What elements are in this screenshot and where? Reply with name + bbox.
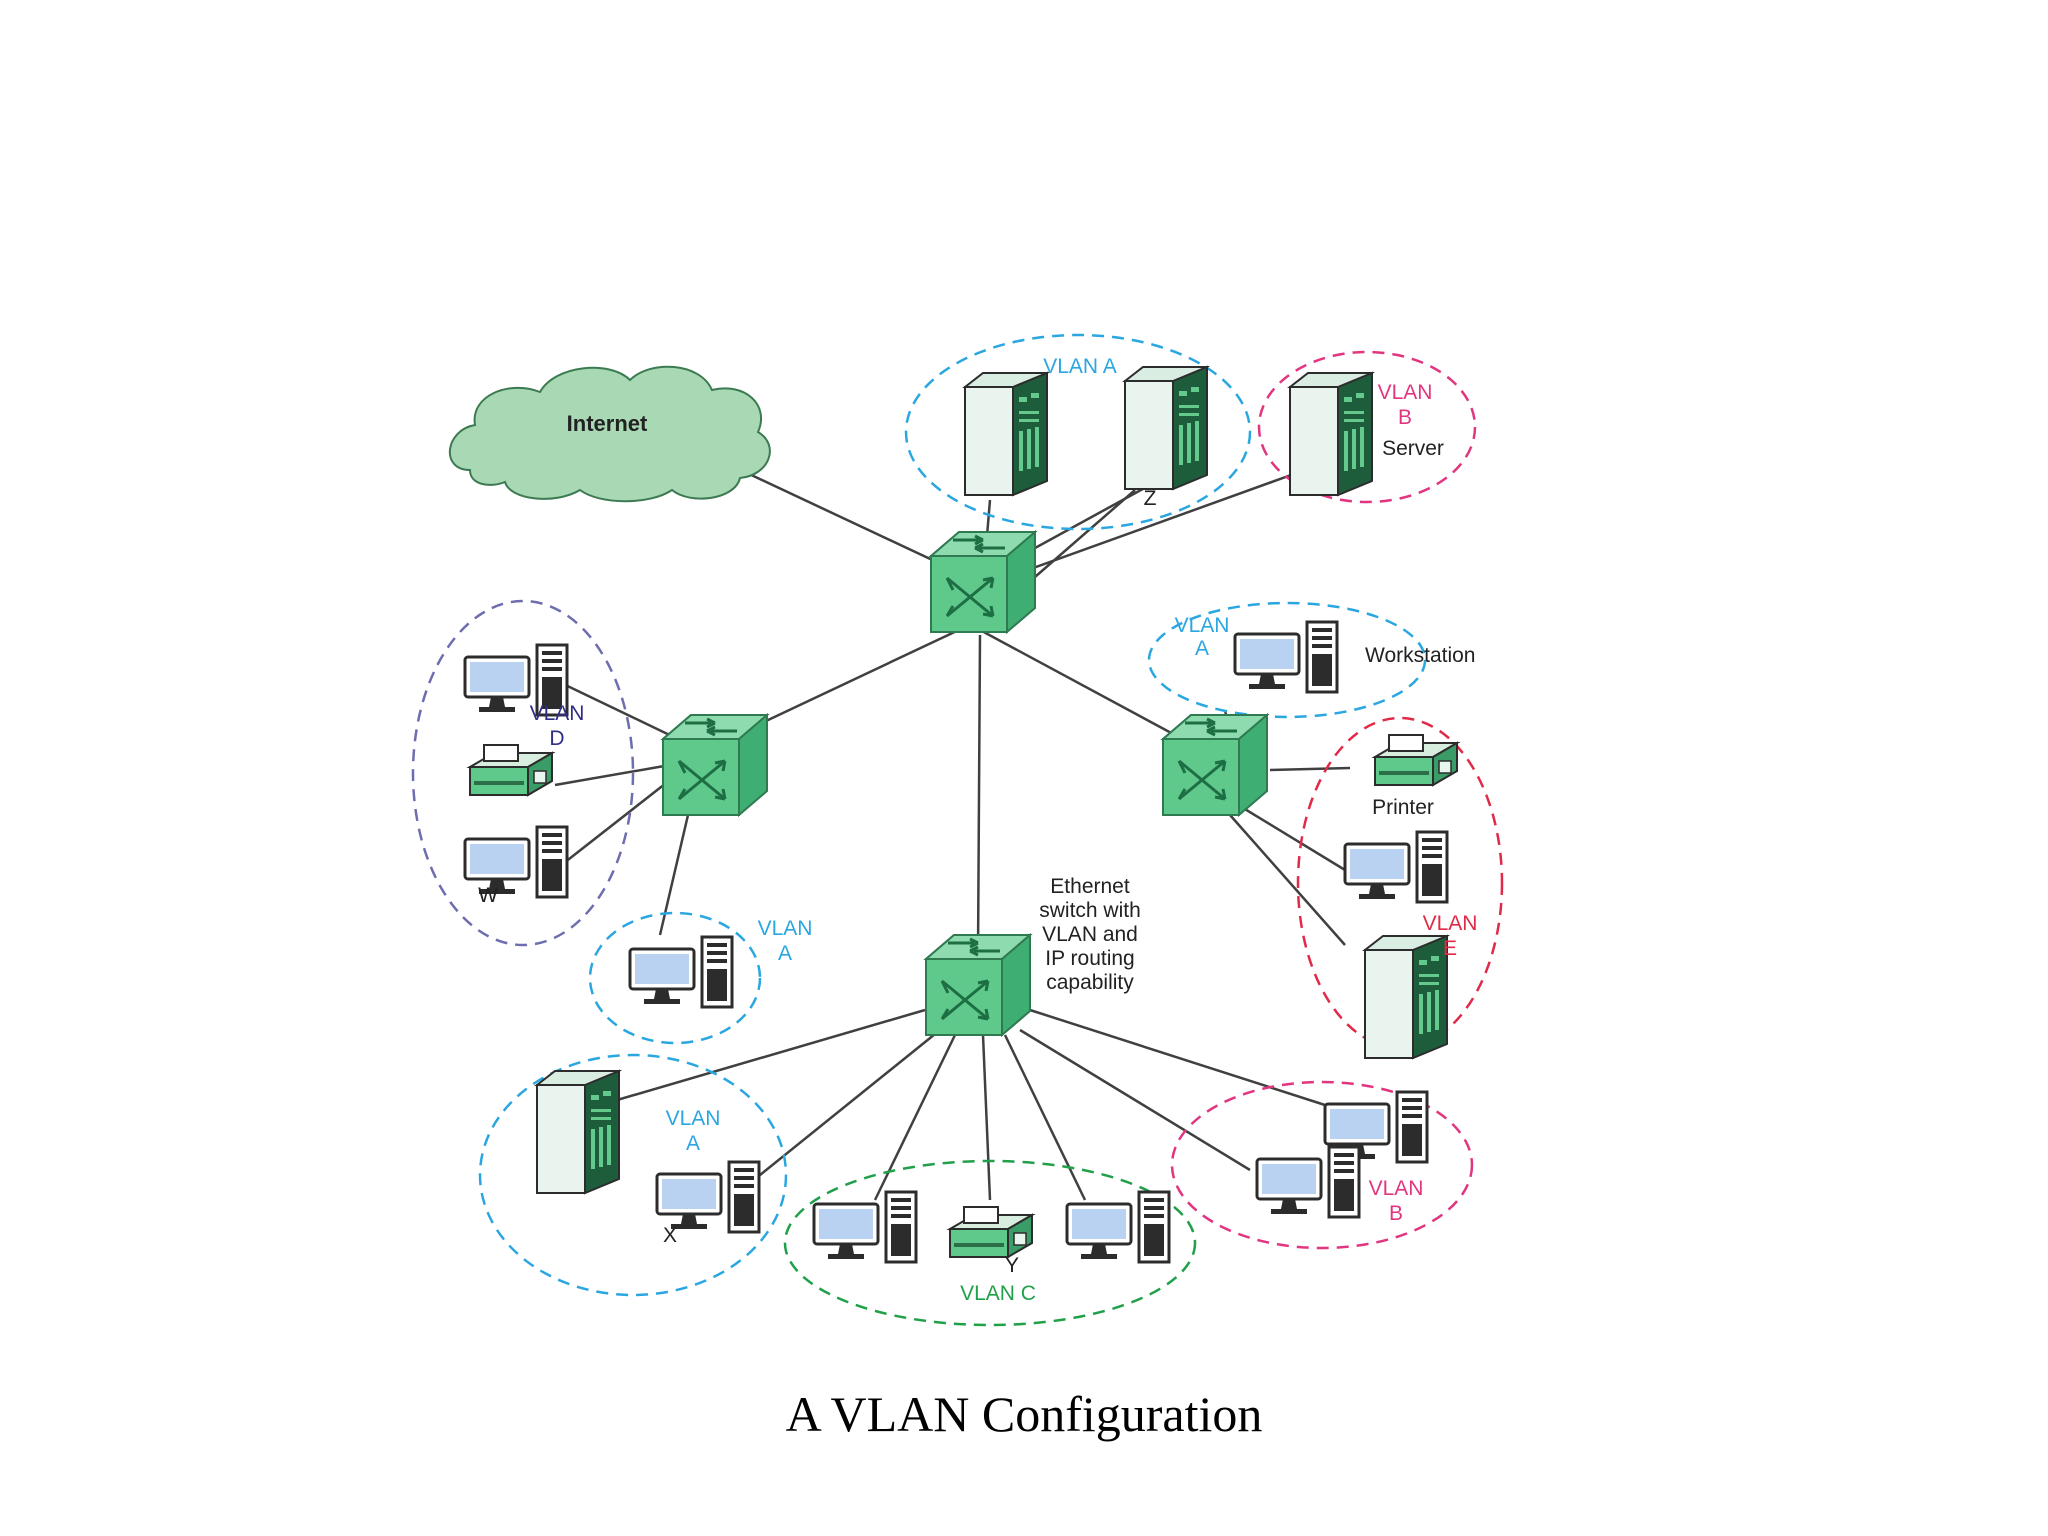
vlan-a-bottom-boundary <box>478 1053 788 1297</box>
cloud-icon <box>448 365 771 503</box>
vlan-a-top-label: VLAN A <box>1043 355 1117 378</box>
y-label: Y <box>1005 1254 1019 1277</box>
internet-label: Internet <box>567 411 648 436</box>
workstation-label: Workstation <box>1365 644 1476 667</box>
w-label: W <box>478 884 498 907</box>
vlan-d-label: VLAN <box>530 702 585 725</box>
vlan-b-top-boundary <box>1257 350 1477 504</box>
vlan-a-bottom-label: VLAN <box>666 1107 721 1130</box>
computer-icon <box>812 1190 918 1264</box>
vlan-b-top-label: B <box>1398 406 1412 429</box>
computer-icon <box>1065 1190 1171 1264</box>
vlan-a-left-boundary <box>588 911 762 1045</box>
vlan-a-top-boundary <box>904 333 1252 531</box>
switch-note-label: switch with <box>1039 899 1141 922</box>
server-icon <box>536 1070 620 1194</box>
vlan-e-label: VLAN <box>1423 912 1478 935</box>
vlan-e-label: E <box>1443 937 1457 960</box>
vlan-b-bottom-label: VLAN <box>1369 1177 1424 1200</box>
vlan-d-label: D <box>549 727 564 750</box>
vlan-d-boundary <box>411 599 635 947</box>
server-icon <box>1364 935 1448 1059</box>
server-label: Server <box>1382 437 1444 460</box>
printer-icon <box>469 744 553 796</box>
vlan-c-label: VLAN C <box>960 1282 1036 1305</box>
server-icon <box>1124 366 1208 490</box>
core-switch-icon <box>929 530 1037 634</box>
server-icon <box>1289 372 1373 496</box>
printer-label: Printer <box>1372 796 1434 819</box>
vlan-b-bottom-label: B <box>1389 1202 1403 1225</box>
right-switch-icon <box>1161 713 1269 817</box>
computer-icon <box>1233 620 1339 694</box>
switch-note-label: Ethernet <box>1050 875 1130 898</box>
computer-icon <box>1343 830 1449 904</box>
vlan-a-workstation-label: A <box>1195 637 1209 660</box>
vlan-e-boundary <box>1296 716 1504 1050</box>
printer-icon <box>1374 734 1458 786</box>
bottom-switch-icon <box>924 933 1032 1037</box>
server-icon <box>964 372 1048 496</box>
vlan-a-left-label: VLAN <box>758 917 813 940</box>
left-switch-icon <box>661 713 769 817</box>
switch-note-label: capability <box>1046 971 1134 994</box>
vlan-a-workstation-boundary <box>1147 601 1427 719</box>
vlan-a-left-label: A <box>778 942 792 965</box>
figure-caption: A VLAN Configuration <box>785 1386 1263 1442</box>
printer-icon <box>949 1206 1033 1258</box>
vlan-b-bottom-boundary <box>1170 1080 1474 1250</box>
switch-note-label: VLAN and <box>1042 923 1138 946</box>
computer-icon <box>1255 1145 1361 1219</box>
computer-icon <box>628 935 734 1009</box>
vlan-b-top-label: VLAN <box>1378 381 1433 404</box>
x-label: X <box>663 1224 677 1247</box>
vlan-c-boundary <box>783 1159 1197 1327</box>
vlan-a-bottom-label: A <box>686 1132 700 1155</box>
computer-icon <box>655 1160 761 1234</box>
vlan-a-workstation-label: VLAN <box>1175 614 1230 637</box>
switch-note-label: IP routing <box>1045 947 1135 970</box>
z-label: Z <box>1144 487 1157 510</box>
